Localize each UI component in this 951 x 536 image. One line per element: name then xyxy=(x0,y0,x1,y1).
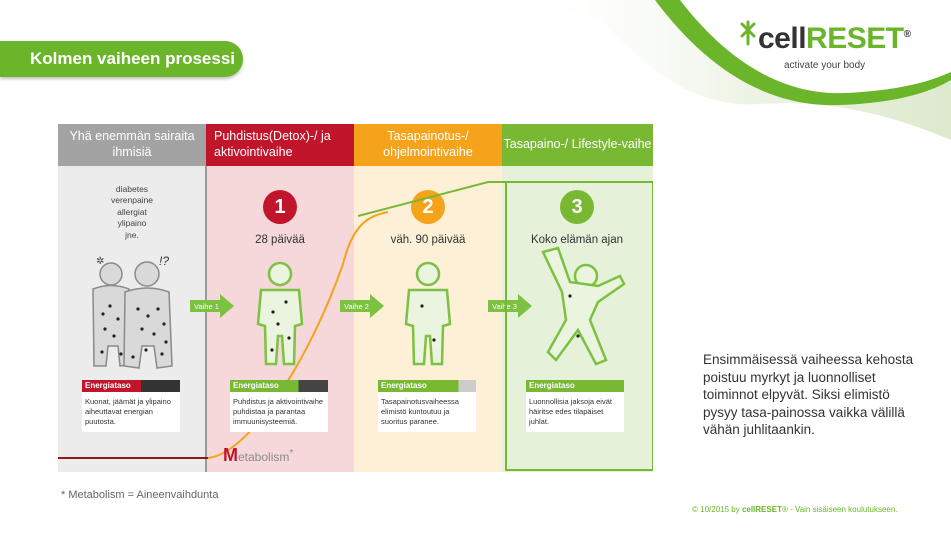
metabolism-label: Metabolism* xyxy=(223,445,294,465)
figures-and-metabolism-curve: ✲ !? Vaihe 1 Vaihe 2 Vaihe 3 xyxy=(58,181,653,471)
summary-text: Ensimmäisessä vaiheessa kehosta poistuu … xyxy=(703,352,914,438)
phase-number-2: 2 xyxy=(411,190,445,224)
energy-level-bar-0: Energiataso xyxy=(82,380,180,392)
energy-level-bar-1: Energiataso xyxy=(230,380,328,392)
conditions-list: diabetes verenpaine allergiat ylipaino j… xyxy=(58,184,206,241)
person-phase-1-icon xyxy=(256,261,304,366)
phase-arrow-label: Vaihe 3 xyxy=(492,302,517,311)
energy-description-1: Puhdistus ja aktivointivaihe puhdistaa j… xyxy=(230,392,328,432)
brand-logo: cellRESET® activate your body xyxy=(738,20,928,80)
phase-arrow-2: Vaihe 2 xyxy=(340,294,384,318)
duration-phase-3: Koko elämän ajan xyxy=(530,234,624,246)
condition-item: ylipaino xyxy=(117,218,147,229)
energy-description-0: Kuonat, jäämät ja ylipaino aiheuttavat e… xyxy=(82,392,180,432)
phase-number-1: 1 xyxy=(263,190,297,224)
toxin-dots-icon xyxy=(100,304,168,359)
column-heading: Puhdistus(Detox)-/ ja aktivointivaihe xyxy=(206,124,354,166)
phase-arrow-label: Vaihe 2 xyxy=(344,302,369,311)
energy-description-3: Luonnollisia jaksoja eivät häiritse edes… xyxy=(526,392,624,432)
duration-phase-2: väh. 90 päivää xyxy=(390,234,466,246)
dizzy-icon: ✲ xyxy=(96,256,104,267)
column-heading: Yhä enemmän sairaita ihmisiä xyxy=(58,124,206,166)
logo-wordmark: cellRESET® xyxy=(758,22,911,55)
three-phase-diagram: Yhä enemmän sairaita ihmisiä Puhdistus(D… xyxy=(58,124,653,472)
person-phase-3-icon xyxy=(541,246,626,366)
copyright-notice: © 10/2015 by cellRESET® - Vain sisäiseen… xyxy=(692,505,898,514)
energy-level-bar-3: Energiataso xyxy=(526,380,624,392)
phase-arrow-label: Vaihe 1 xyxy=(194,302,219,311)
page-title: Kolmen vaiheen prosessi xyxy=(0,41,243,77)
condition-item: allergiat xyxy=(117,206,147,217)
footnote: * Metabolism = Aineenvaihdunta xyxy=(61,489,219,501)
person-phase-2-icon xyxy=(404,261,452,366)
logo-tagline: activate your body xyxy=(784,60,866,71)
logo-mark-icon xyxy=(740,20,756,46)
column-heading: Tasapaino-/ Lifestyle-vaihe xyxy=(502,124,653,166)
condition-item: verenpaine xyxy=(110,195,154,206)
column-divider xyxy=(205,166,207,472)
duration-phase-1: 28 päivää xyxy=(255,234,305,246)
energy-description-2: Tasapainotusvaiheessa elimistö kuntoutuu… xyxy=(378,392,476,432)
column-heading: Tasapainotus-/ ohjelmointivaihe xyxy=(354,124,502,166)
condition-item: diabetes xyxy=(115,184,149,194)
phase-arrow-3: Vaihe 3 xyxy=(488,294,532,318)
condition-item: jne. xyxy=(125,229,139,240)
energy-level-bar-2: Energiataso xyxy=(378,380,476,392)
exclaim-mark: !? xyxy=(159,254,169,268)
phase-arrow-1: Vaihe 1 xyxy=(190,294,234,318)
phase-number-3: 3 xyxy=(560,190,594,224)
sick-people-icon xyxy=(92,261,173,369)
